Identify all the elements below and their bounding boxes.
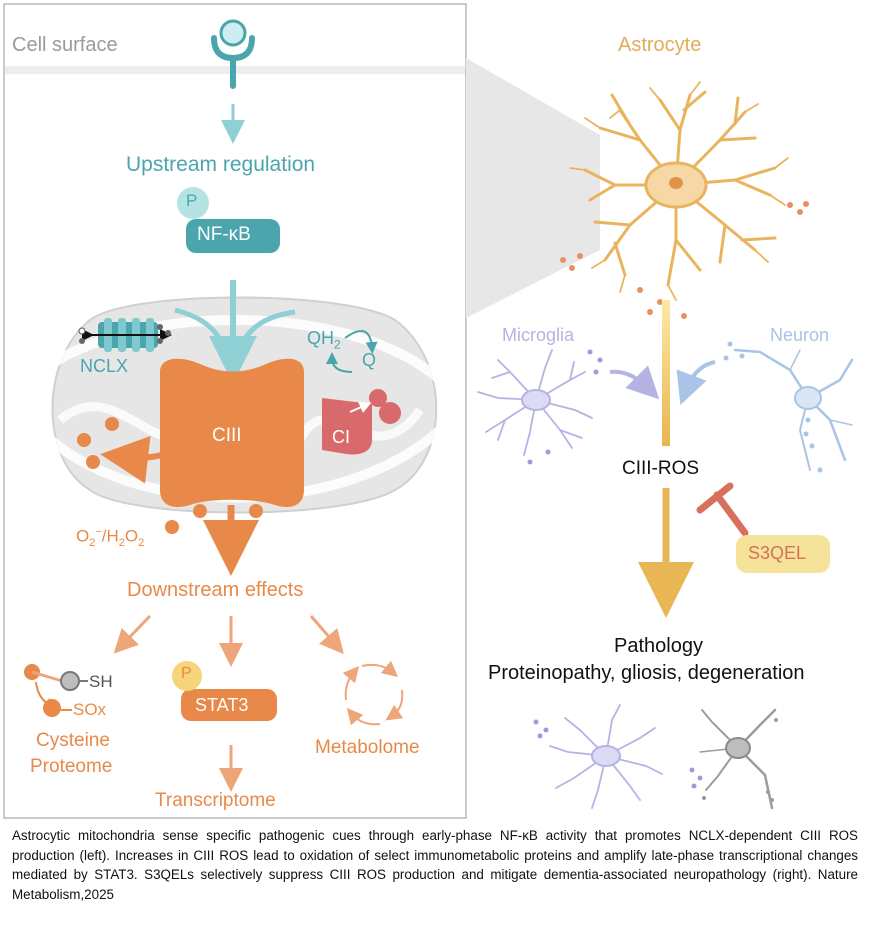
- nfkb-label: NF-κB: [197, 224, 251, 245]
- nfkb-box: [186, 219, 280, 253]
- astrocyte-label: Astrocyte: [618, 34, 702, 56]
- stat3-box: [181, 689, 277, 721]
- stat3-phospho-circle: [172, 661, 202, 691]
- ros-dots-bottom: [165, 504, 263, 534]
- microglia-soma: [521, 389, 551, 411]
- nclx-label: NCLX: [80, 356, 129, 376]
- nclx-transporter-icon: [78, 318, 172, 352]
- pathology-label: Pathology: [614, 635, 703, 657]
- ros-label: O2−/H2O2: [76, 526, 145, 550]
- figure: Cell surface Upstream regulation P NF-κB…: [3, 3, 854, 819]
- ci-label: CI: [332, 427, 350, 447]
- metabolome-label: Metabolome: [315, 737, 420, 758]
- arrow-to-metabolome: [309, 615, 344, 655]
- qh2-label: QH2: [307, 328, 341, 352]
- receptor-icon: [211, 19, 255, 89]
- arrow-qh2-to-ciii: [237, 309, 296, 351]
- upstream-regulation-label: Upstream regulation: [126, 153, 316, 176]
- zoom-wedge: [466, 58, 600, 318]
- pathology-microglia-dots: [533, 719, 703, 789]
- downstream-effects-label: Downstream effects: [127, 579, 304, 601]
- pathway-line-top: [662, 300, 670, 446]
- degenerating-neuron-soma: [725, 737, 751, 759]
- arrow-nclx-to-ciii: [174, 307, 228, 351]
- arrow-to-cysteine: [113, 614, 152, 654]
- s3qel-box: [736, 535, 830, 573]
- ci-complex: [322, 389, 401, 455]
- arrow-microglia: [609, 365, 660, 400]
- neuron-soma: [794, 386, 822, 410]
- transcriptome-label: Transcriptome: [155, 790, 276, 811]
- ciii-ros-label: CIII-ROS: [622, 458, 700, 479]
- sh-label: SH: [89, 672, 113, 691]
- ciii-complex: [160, 358, 304, 508]
- s3qel-inhibition-bar: [696, 482, 734, 514]
- pathology-microglia-soma: [591, 745, 621, 767]
- degenerating-neuron-fragments: [702, 718, 778, 802]
- microglia-label: Microglia: [502, 325, 575, 345]
- arrow-neuron: [676, 360, 716, 405]
- degenerating-neuron-cell: [699, 708, 777, 810]
- metabolome-cycle-icon: [342, 660, 404, 726]
- cell-surface-label: Cell surface: [12, 34, 118, 56]
- stat3-phospho-label: P: [181, 665, 192, 682]
- cysteine-oxidation-icon: [24, 664, 88, 717]
- astrocyte-nucleus: [669, 177, 683, 189]
- diagram-canvas: [3, 3, 854, 819]
- astrocyte-secreted-dots: [560, 201, 809, 319]
- q-label: Q: [362, 350, 377, 370]
- q-cycle-arrow-bottom: [326, 352, 353, 373]
- nfkb-phospho-circle: [177, 187, 209, 219]
- sox-label: SOx: [73, 700, 107, 719]
- nfkb-phospho-label: P: [186, 191, 198, 210]
- cysteine-label: Cysteine: [36, 730, 110, 751]
- figure-caption: Astrocytic mitochondria sense specific p…: [12, 828, 858, 902]
- neuron-cell: [733, 348, 854, 471]
- pathology-detail-label: Proteinopathy, gliosis, degeneration: [488, 662, 805, 684]
- ros-dots-left: [77, 417, 119, 469]
- proteome-label: Proteome: [30, 756, 113, 777]
- arrow-ciii-to-ros-left: [100, 435, 174, 484]
- stat3-label: STAT3: [195, 695, 249, 715]
- neuron-label: Neuron: [770, 325, 830, 345]
- s3qel-inhibition-line: [713, 491, 749, 537]
- neuron-dots: [723, 341, 823, 473]
- ciii-label: CIII: [212, 425, 242, 446]
- q-cycle-arrow-top: [344, 329, 378, 354]
- microglia-dots: [527, 349, 603, 465]
- s3qel-label: S3QEL: [748, 543, 807, 563]
